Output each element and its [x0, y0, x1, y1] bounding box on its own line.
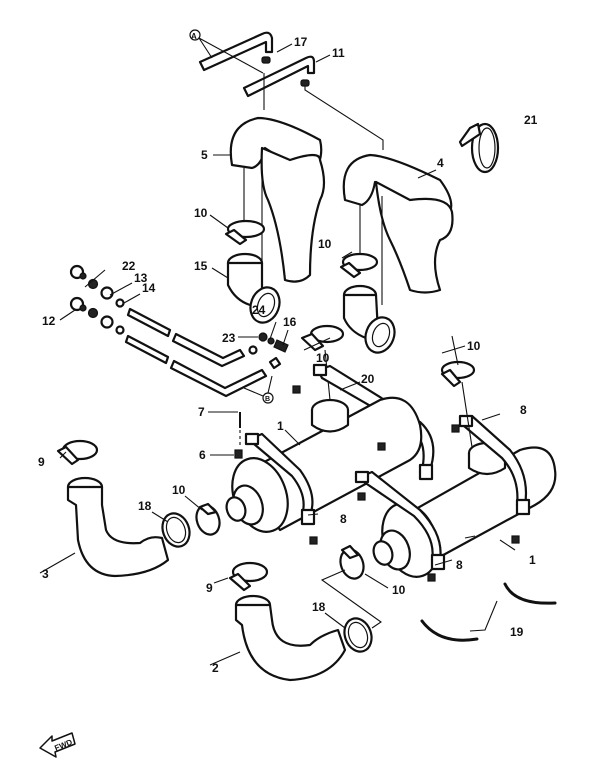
- ref-mark-b: B: [243, 375, 274, 404]
- leader-lines: [39, 43, 516, 666]
- washer-24[interactable]: [267, 337, 275, 345]
- nut-loose[interactable]: [292, 385, 520, 582]
- label-10b: 10: [318, 237, 332, 251]
- label-1b: 1: [529, 553, 536, 567]
- hose-clamp-21[interactable]: [458, 122, 500, 174]
- muffler-band-8-front[interactable]: [354, 470, 446, 571]
- elbow-joint-15[interactable]: [226, 252, 284, 327]
- leader-line: [451, 335, 473, 448]
- label-18a: 18: [138, 499, 152, 513]
- label-6: 6: [199, 448, 206, 462]
- label-7: 7: [198, 405, 205, 419]
- label-10e: 10: [172, 483, 186, 497]
- label-10f: 10: [392, 583, 406, 597]
- label-14: 14: [142, 281, 156, 295]
- nut-6[interactable]: [234, 449, 243, 459]
- part-labels: 17 11 21 5 4 10 10 15 22 13 14 12 24 16 …: [38, 35, 538, 675]
- nut-23[interactable]: [258, 332, 268, 342]
- clip-11[interactable]: [300, 79, 310, 87]
- label-8b: 8: [340, 512, 347, 526]
- svg-text:A: A: [191, 32, 197, 41]
- label-4: 4: [437, 156, 444, 170]
- ring-18-lower[interactable]: [340, 615, 376, 656]
- water-hose-lower[interactable]: [124, 334, 268, 398]
- hose-clamp-10-left-upper[interactable]: [224, 219, 266, 246]
- hose-clamp-10-right-upper[interactable]: [339, 252, 379, 279]
- label-19: 19: [510, 625, 524, 639]
- hose-clamp-10-left[interactable]: [193, 502, 224, 538]
- label-3: 3: [42, 567, 49, 581]
- label-10c: 10: [316, 351, 330, 365]
- water-hose-upper[interactable]: [126, 307, 246, 368]
- label-24: 24: [252, 303, 266, 317]
- label-20: 20: [361, 372, 375, 386]
- fitting-12-upper[interactable]: [69, 264, 87, 280]
- fitting-16[interactable]: [273, 339, 289, 353]
- leader-line: [320, 569, 382, 629]
- fitting-12-lower[interactable]: [69, 296, 87, 312]
- label-22: 22: [122, 259, 136, 273]
- muffler-band-8-left[interactable]: [244, 432, 316, 526]
- clip-17[interactable]: [261, 56, 271, 64]
- hose-clamp-10-center[interactable]: [300, 324, 345, 352]
- label-10a: 10: [194, 206, 208, 220]
- label-5: 5: [201, 148, 208, 162]
- label-10d: 10: [467, 339, 481, 353]
- svg-text:B: B: [265, 396, 270, 403]
- label-8a: 8: [520, 403, 527, 417]
- label-9a: 9: [38, 455, 45, 469]
- label-2: 2: [212, 661, 219, 675]
- fwd-direction-marker: FWD: [39, 732, 76, 758]
- label-23: 23: [222, 331, 236, 345]
- manifold-hose-5[interactable]: [229, 116, 326, 283]
- label-11: 11: [332, 46, 345, 60]
- arrow-left-icon: [39, 732, 76, 758]
- hose-clamp-9-upper[interactable]: [56, 439, 99, 466]
- protector-19-left[interactable]: [420, 619, 479, 642]
- label-21: 21: [524, 113, 538, 127]
- exhaust-hose-2[interactable]: [234, 594, 347, 682]
- leader-line: [304, 86, 384, 150]
- label-17: 17: [294, 35, 308, 49]
- ref-mark-a: A: [189, 29, 264, 74]
- label-12: 12: [42, 314, 56, 328]
- manifold-hose-4[interactable]: [342, 153, 454, 294]
- ring-18-left[interactable]: [158, 510, 194, 551]
- hose-clamp-9-lower[interactable]: [228, 561, 269, 592]
- gasket-22[interactable]: [87, 278, 99, 319]
- label-9b: 9: [206, 581, 213, 595]
- label-8c: 8: [456, 558, 463, 572]
- hose-clamp-10-right[interactable]: [440, 360, 476, 388]
- nut-small[interactable]: [248, 345, 282, 370]
- label-1a: 1: [277, 419, 284, 433]
- label-16: 16: [283, 315, 297, 329]
- hose-clamp-10-lower[interactable]: [337, 544, 368, 582]
- protector-19-right[interactable]: [503, 582, 557, 605]
- label-15: 15: [194, 259, 208, 273]
- water-hose-11[interactable]: [242, 55, 316, 98]
- elbow-joint-right[interactable]: [342, 284, 399, 357]
- clip-14[interactable]: [115, 298, 125, 335]
- muffler-1-left[interactable]: [223, 396, 423, 540]
- label-18b: 18: [312, 600, 326, 614]
- water-hose-17[interactable]: [198, 31, 274, 72]
- label-13: 13: [134, 271, 148, 285]
- exhaust-hose-3[interactable]: [66, 476, 170, 578]
- washer-13[interactable]: [100, 286, 114, 329]
